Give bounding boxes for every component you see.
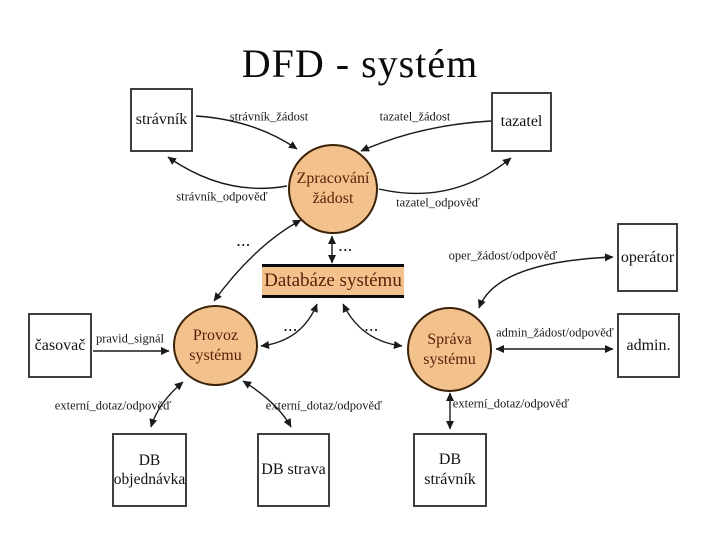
flow-zpracovani-provoz-arrow	[213, 219, 302, 302]
entity-stravnik: strávník	[130, 88, 193, 152]
process-sprava-systemu: Správa systému	[407, 307, 492, 392]
flow-label-dots-provoz-databaze: ...	[283, 319, 299, 334]
flow-ext-objednavka-arrow	[149, 381, 184, 428]
flow-stravnik-zadost-arrow	[195, 115, 298, 150]
flow-label-dots-zpracovani-databaze: ...	[338, 239, 354, 254]
entity-db-strava-label: DB strava	[261, 461, 326, 478]
entity-casovac: časovač	[28, 313, 92, 378]
process-provoz-systemu: Provoz systému	[173, 305, 258, 386]
flow-label-pravid-signal: pravid_signál	[95, 331, 165, 346]
datastore-databaze-systemu: Databáze systému	[262, 264, 404, 298]
flow-label-stravnik-zadost: strávník_žádost	[229, 109, 309, 124]
entity-db-objednavka-label: DB objednávka	[113, 451, 186, 488]
flow-label-oper-zadost-odpoved: oper_žádost/odpověď	[448, 248, 558, 263]
entity-stravnik-label: strávník	[135, 111, 188, 128]
process-provoz-systemu-label: Provoz systému	[189, 326, 242, 364]
flow-label-tazatel-odpoved: tazatel_odpověď	[396, 195, 480, 210]
datastore-databaze-systemu-label: Databáze systému	[264, 270, 402, 291]
page-title: DFD - systém	[241, 41, 479, 86]
process-zpracovani-zadost: Zpracování žádost	[288, 144, 378, 234]
entity-tazatel-label: tazatel	[500, 113, 543, 130]
process-sprava-systemu-label: Správa systému	[423, 330, 476, 368]
entity-operator: operátor	[617, 223, 678, 292]
entity-db-stravnik: DB strávník	[413, 433, 487, 507]
entity-casovac-label: časovač	[34, 336, 86, 354]
entity-db-strava: DB strava	[257, 433, 330, 507]
flow-label-admin-zadost-odpoved: admin_žádost/odpověď	[496, 325, 614, 340]
entity-db-objednavka: DB objednávka	[112, 433, 187, 507]
flow-ext-strava-arrow	[242, 380, 292, 428]
flow-label-externi-dotaz-stravnik: externí_dotaz/odpověď	[452, 396, 570, 411]
flow-provoz-databaze-arrow	[260, 303, 318, 349]
flow-label-dots-sprava-databaze: ...	[364, 319, 380, 334]
entity-admin-label: admin.	[626, 336, 671, 354]
flow-label-externi-dotaz-objednavka: externí_dotaz/odpověď	[54, 398, 172, 413]
entity-db-stravnik-label: DB strávník	[424, 451, 476, 488]
flow-sprava-databaze-arrow	[342, 303, 403, 349]
flow-oper-arrow	[478, 253, 614, 309]
flow-tazatel-odpoved-arrow	[378, 157, 512, 195]
process-zpracovani-zadost-label: Zpracování žádost	[296, 170, 370, 207]
flow-tazatel-zadost-arrow	[360, 120, 492, 152]
entity-tazatel: tazatel	[491, 92, 552, 152]
flow-stravnik-odpoved-arrow	[167, 156, 288, 190]
entity-operator-label: operátor	[620, 248, 675, 266]
flow-label-dots-zpracovani-provoz: ...	[236, 234, 252, 249]
flow-label-tazatel-zadost: tazatel_žádost	[379, 109, 451, 124]
flow-label-externi-dotaz-strava: externí_dotaz/odpověď	[265, 398, 383, 413]
flow-label-stravnik-odpoved: strávník_odpověď	[176, 189, 268, 204]
entity-admin: admin.	[617, 313, 680, 378]
